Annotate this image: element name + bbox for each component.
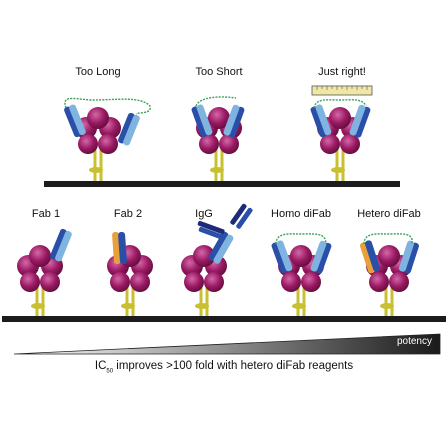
- label-fab1: Fab 1: [31, 208, 61, 220]
- label-too-short: Too Short: [195, 66, 243, 78]
- linker-homo: [275, 233, 327, 245]
- label-just-right: Just right!: [318, 66, 366, 78]
- igg-antibody: [197, 203, 253, 264]
- fab-pair-too-short: [191, 96, 245, 138]
- caption-text: improves >100 fold with hetero diFab rea…: [113, 360, 354, 372]
- fab-2: [112, 231, 127, 264]
- potency-wedge: [13, 333, 441, 355]
- receptor-igg: [181, 245, 227, 316]
- caption-ic-sub: 50: [106, 368, 114, 375]
- linker-short: [195, 96, 237, 107]
- receptor-fab2: [107, 245, 153, 316]
- ruler-icon: [311, 85, 373, 96]
- caption-ic: IC: [94, 360, 107, 372]
- homo-difab: [271, 233, 332, 274]
- hetero-difab: [359, 233, 419, 274]
- label-fab2: Fab 2: [113, 208, 143, 220]
- fab-1: [50, 228, 72, 262]
- bottom-membrane: [2, 316, 446, 322]
- potency-label: potency: [396, 336, 432, 347]
- label-igg: IgG: [195, 208, 213, 220]
- receptor-homo-difab: [278, 245, 324, 316]
- fab-pair-just-right: [310, 99, 371, 138]
- receptor-too-long: [75, 107, 121, 181]
- label-hetero-difab: Hetero diFab: [357, 208, 421, 220]
- label-too-long: Too Long: [75, 66, 121, 78]
- linker-just-right: [313, 99, 367, 109]
- linker-hetero: [363, 233, 413, 245]
- linker-long: [64, 97, 151, 115]
- label-homo-difab: Homo diFab: [271, 208, 331, 220]
- fab-pair-too-long: [64, 97, 151, 146]
- caption: IC50 improves >100 fold with hetero diFa…: [0, 360, 448, 374]
- top-membrane: [44, 181, 400, 187]
